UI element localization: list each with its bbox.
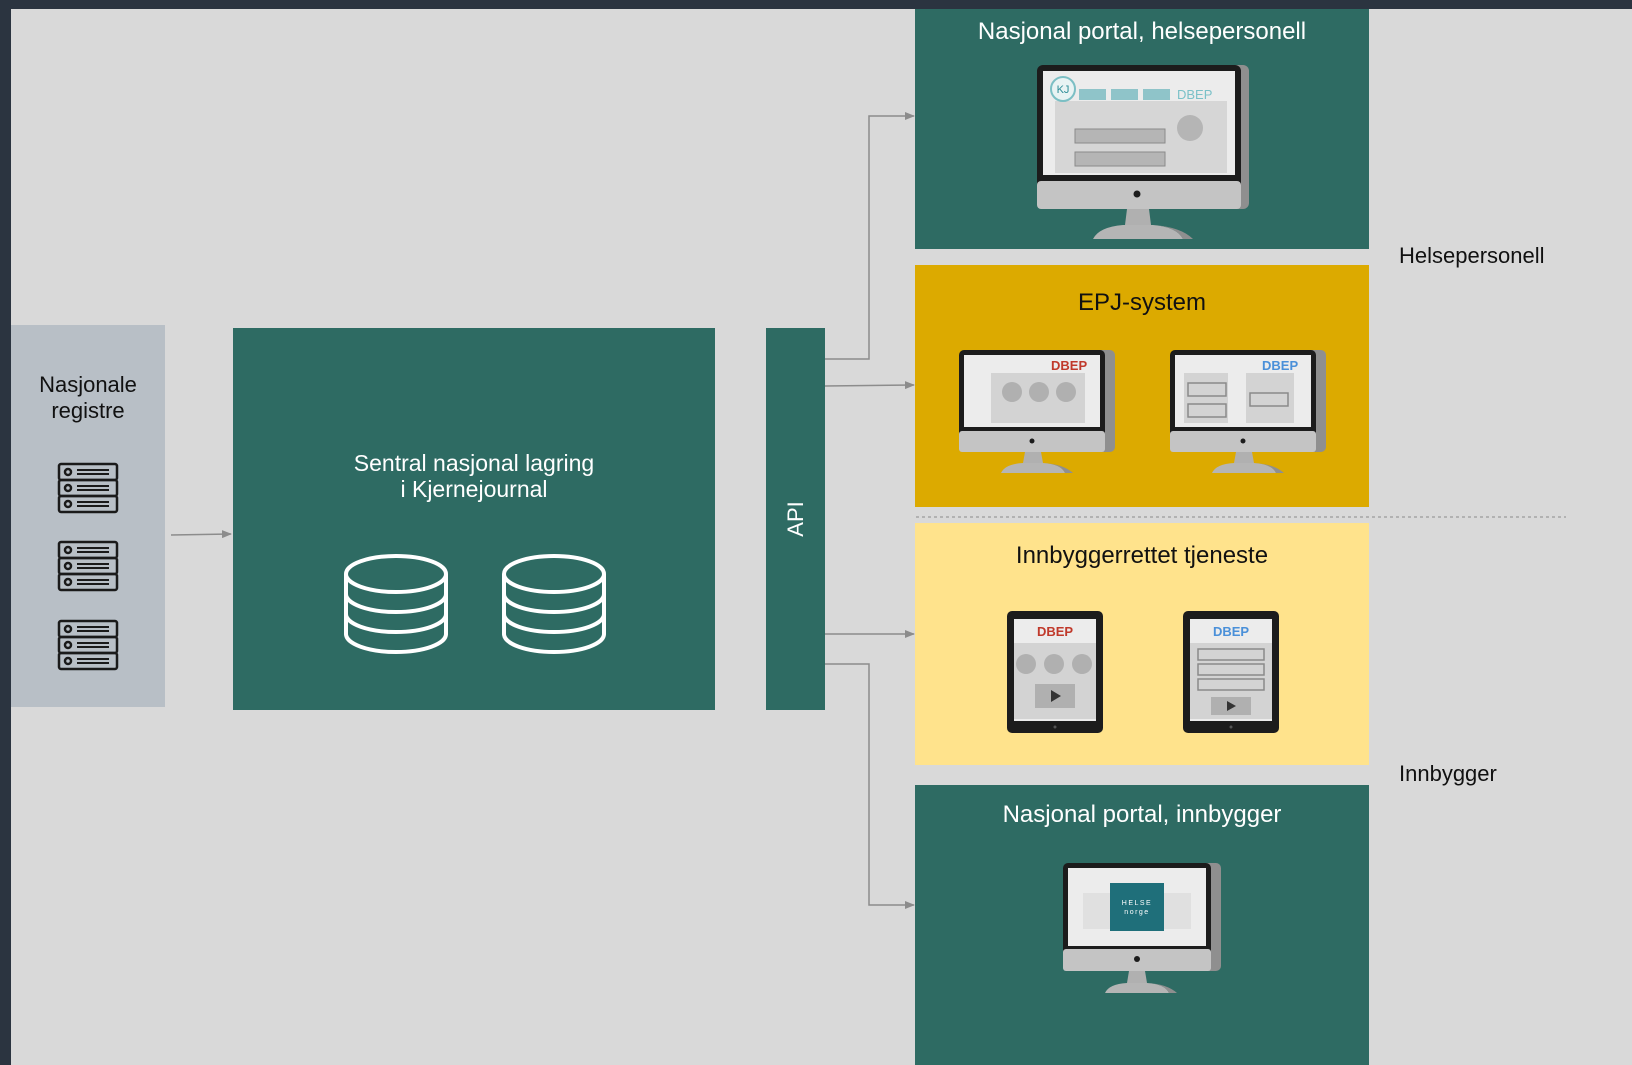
arrow-api-to-epj xyxy=(824,381,915,390)
helsenorge-logo-line1: HELSE xyxy=(1122,900,1152,907)
epj-system-box: EPJ-system DBEP DBEP xyxy=(915,265,1369,507)
registers-box: Nasjonale registre xyxy=(11,325,165,707)
epj-monitor-1-tag: DBEP xyxy=(1051,358,1087,373)
portal-citizen-title: Nasjonal portal, innbygger xyxy=(1002,801,1282,828)
api-label: API xyxy=(782,501,808,537)
database-icon xyxy=(344,554,448,654)
server-stack-icon xyxy=(57,462,119,671)
desktop-monitor-icon: KJ DBEP xyxy=(1037,65,1249,239)
database-icon xyxy=(502,554,606,654)
diagram-canvas: Nasjonale registre xyxy=(11,9,1632,1065)
portal-health-title: Nasjonal portal, helsepersonell xyxy=(977,18,1307,45)
citizen-monitor-icon: HELSE norge xyxy=(1063,863,1221,993)
arrow-registers-to-central xyxy=(170,530,232,539)
api-box: API xyxy=(766,328,825,710)
tablet-2-icon: DBEP xyxy=(1183,611,1279,733)
registers-label-line1: Nasjonale xyxy=(39,372,137,397)
central-label-line2: i Kjernejournal xyxy=(400,476,548,502)
arrow-api-to-portal-citizen xyxy=(825,663,915,909)
arrow-api-to-portal-health xyxy=(825,112,915,360)
central-storage-box: Sentral nasjonal lagring i Kjernejournal xyxy=(233,328,715,710)
portal-citizen-box: Nasjonal portal, innbygger HELSE norge xyxy=(915,785,1369,1065)
helsenorge-logo-line2: norge xyxy=(1124,909,1149,916)
registers-label-line2: registre xyxy=(51,398,125,423)
portal-health-badge: KJ xyxy=(1057,84,1070,96)
tablet-1-icon: DBEP xyxy=(1007,611,1103,733)
citizen-service-title: Innbyggerrettet tjeneste xyxy=(1015,542,1269,569)
connector-lines xyxy=(170,112,1566,909)
label-innbygger: Innbygger xyxy=(1399,761,1497,786)
portal-health-box: Nasjonal portal, helsepersonell KJ DBEP xyxy=(915,9,1369,249)
tablet-1-tag: DBEP xyxy=(1037,624,1073,639)
citizen-service-box: Innbyggerrettet tjeneste DBEP DBEP xyxy=(915,523,1369,765)
tablet-2-tag: DBEP xyxy=(1213,624,1249,639)
label-helsepersonell: Helsepersonell xyxy=(1399,243,1545,268)
central-label-line1: Sentral nasjonal lagring xyxy=(353,450,595,476)
epj-monitor-1-icon: DBEP xyxy=(959,350,1115,473)
epj-monitor-2-tag: DBEP xyxy=(1262,358,1298,373)
epj-title: EPJ-system xyxy=(1077,289,1206,316)
epj-monitor-2-icon: DBEP xyxy=(1170,350,1326,473)
portal-health-tag: DBEP xyxy=(1177,87,1212,102)
